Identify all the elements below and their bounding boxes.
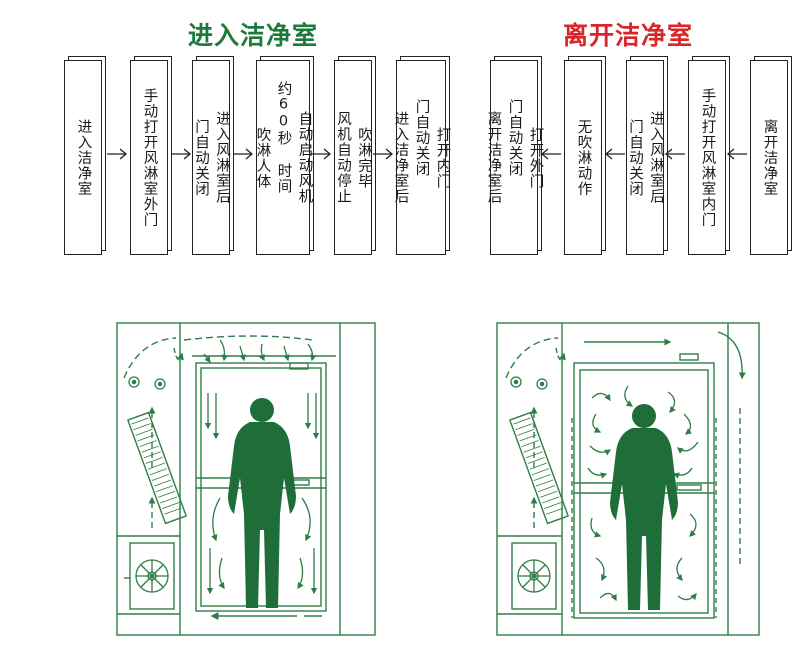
step-text: 打开外门 [527, 126, 544, 189]
step-text: 离开洁净室后 [485, 111, 502, 204]
air-shower-blowing-diagram [116, 322, 376, 636]
arrow-left-icon [726, 148, 747, 160]
enter-step-4: 自动启动风机 约60秒 时间 吹淋人体 [254, 60, 313, 255]
leave-cleanroom-title: 离开洁净室 [563, 21, 694, 50]
arrow-right-icon [107, 148, 128, 160]
leave-step-1: 离开洁净室 [750, 60, 788, 255]
leave-step-3: 进入风淋室后 门自动关闭 [626, 60, 664, 255]
step-text: 自动启动风机 [296, 111, 313, 204]
step-text: 打开内门 [434, 126, 451, 189]
leave-step-2: 手动打开风淋室内门 [688, 60, 726, 255]
leave-step-4: 无吹淋动作 [564, 60, 602, 255]
step-text: 进入洁净室 [75, 118, 92, 197]
step-text: 手动打开风淋室外门 [141, 87, 158, 228]
step-text: 吹淋人体 [254, 126, 271, 189]
arrow-right-icon [311, 148, 332, 160]
human-figure-icon [610, 404, 678, 610]
enter-step-1: 进入洁净室 [64, 60, 102, 255]
step-text: 门自动关闭 [506, 98, 523, 177]
step-text: 风机自动停止 [335, 111, 351, 204]
fan-icon [517, 559, 551, 593]
air-shower-exit-diagram [496, 322, 760, 636]
step-text: 约60秒 时间 [275, 81, 292, 194]
step-text: 离开洁净室 [761, 118, 778, 197]
step-text: 门自动关闭 [413, 98, 430, 177]
step-text: 吹淋完毕 [356, 126, 372, 189]
enter-step-2: 手动打开风淋室外门 [130, 60, 168, 255]
step-text: 手动打开风淋室内门 [699, 87, 716, 228]
arrow-right-icon [171, 148, 192, 160]
arrow-left-icon [604, 148, 625, 160]
step-text: 无吹淋动作 [575, 118, 592, 197]
enter-step-6: 打开内门 门自动关闭 进入洁净室后 [393, 60, 451, 255]
enter-step-5: 吹淋完毕 风机自动停止 [334, 60, 372, 255]
arrow-right-icon [233, 148, 254, 160]
step-text: 门自动关闭 [193, 118, 209, 197]
human-figure-icon [228, 398, 296, 608]
step-text: 门自动关闭 [627, 118, 643, 197]
enter-cleanroom-title: 进入洁净室 [188, 21, 319, 50]
leave-step-5: 打开外门 门自动关闭 离开洁净室后 [486, 60, 544, 255]
enter-step-3: 进入风淋室后 门自动关闭 [192, 60, 230, 255]
step-text: 进入洁净室后 [392, 111, 409, 204]
arrow-left-icon [540, 148, 561, 160]
step-text: 进入风淋室后 [214, 111, 230, 204]
fan-icon [135, 559, 169, 593]
step-text: 进入风淋室后 [648, 111, 664, 204]
arrow-right-icon [373, 148, 394, 160]
arrow-left-icon [664, 148, 685, 160]
